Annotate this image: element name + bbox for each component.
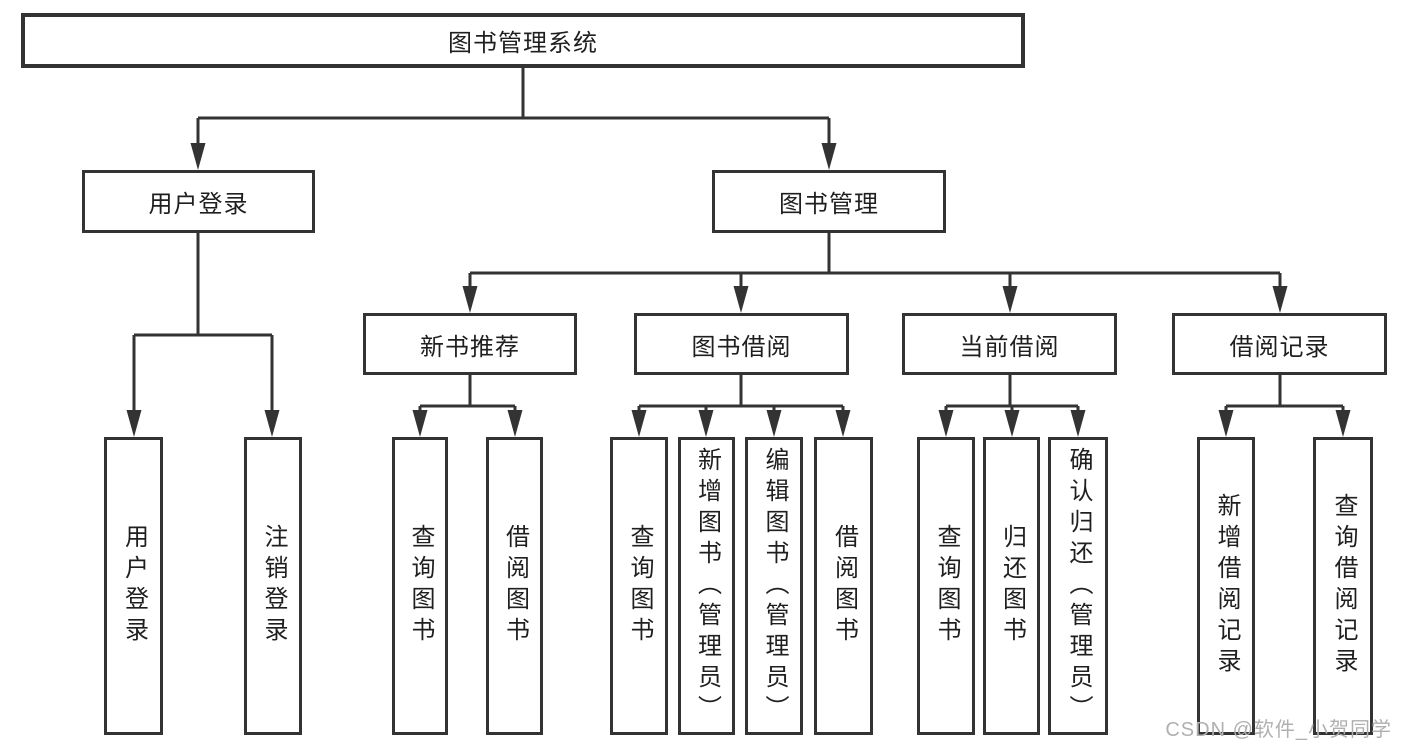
node-book-management: 图书管理	[712, 170, 946, 233]
leaf-query-books-current: 查询图书	[917, 437, 975, 735]
leaf-logout-label: 注销登录	[260, 524, 287, 648]
leaf-add-books-admin-label: 新增图书（管理员）	[693, 446, 721, 726]
leaf-borrow-books-label: 借阅图书	[830, 524, 858, 648]
node-current-borrow: 当前借阅	[902, 313, 1117, 375]
leaf-logout: 注销登录	[244, 437, 302, 735]
leaf-add-borrow-record: 新增借阅记录	[1197, 437, 1255, 735]
leaf-user-login-label: 用户登录	[120, 524, 148, 648]
node-user-login: 用户登录	[82, 170, 315, 233]
leaf-query-books-recommend-label: 查询图书	[407, 524, 434, 648]
leaf-user-login: 用户登录	[104, 437, 163, 735]
leaf-edit-books-admin: 编辑图书（管理员）	[745, 437, 803, 735]
leaf-query-books-borrow: 查询图书	[610, 437, 668, 735]
leaf-edit-books-admin-label: 编辑图书（管理员）	[761, 446, 788, 726]
leaf-confirm-return-admin-label: 确认归还（管理员）	[1065, 446, 1092, 726]
leaf-query-books-current-label: 查询图书	[933, 524, 960, 648]
leaf-query-borrow-record-label: 查询借阅记录	[1330, 493, 1357, 679]
node-book-borrow: 图书借阅	[634, 313, 849, 375]
leaf-borrow-books: 借阅图书	[814, 437, 873, 735]
leaf-query-borrow-record: 查询借阅记录	[1313, 437, 1373, 735]
node-borrow-records: 借阅记录	[1172, 313, 1387, 375]
leaf-add-borrow-record-label: 新增借阅记录	[1213, 493, 1240, 679]
leaf-borrow-books-recommend-label: 借阅图书	[501, 524, 529, 648]
leaf-add-books-admin: 新增图书（管理员）	[678, 437, 735, 735]
leaf-query-books-borrow-label: 查询图书	[626, 524, 653, 648]
leaf-confirm-return-admin: 确认归还（管理员）	[1048, 437, 1108, 735]
leaf-return-books: 归还图书	[983, 437, 1040, 735]
leaf-borrow-books-recommend: 借阅图书	[486, 437, 543, 735]
leaf-query-books-recommend: 查询图书	[392, 437, 448, 735]
node-system-root: 图书管理系统	[21, 13, 1025, 68]
csdn-watermark: CSDN @软件_小贺同学	[1165, 719, 1392, 741]
node-new-book-recommend: 新书推荐	[363, 313, 577, 375]
leaf-return-books-label: 归还图书	[998, 524, 1026, 648]
